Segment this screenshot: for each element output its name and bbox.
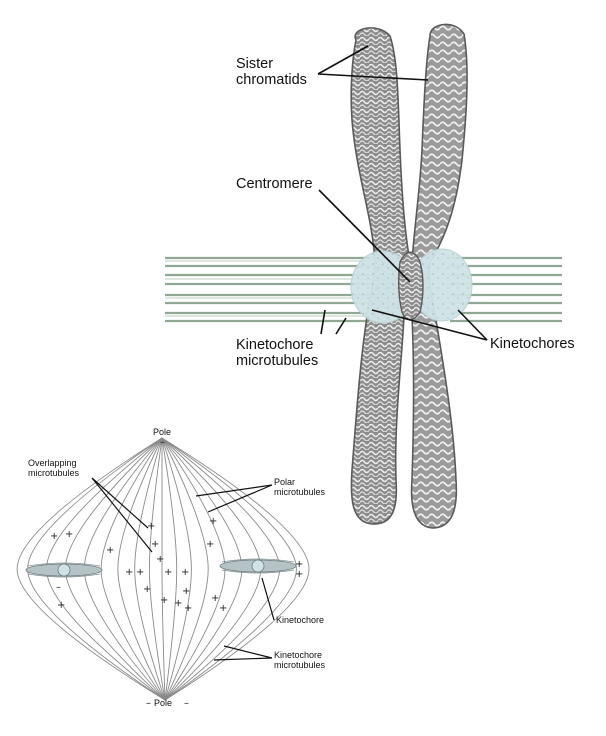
upper-diagram bbox=[165, 23, 562, 529]
microtubules-left bbox=[165, 256, 372, 323]
plus-sign: + bbox=[211, 593, 220, 604]
plus-sign: + bbox=[57, 600, 66, 611]
polar-microtubules-label: Polar microtubules bbox=[274, 477, 326, 498]
plus-sign: + bbox=[151, 539, 160, 550]
plus-sign: + bbox=[147, 521, 156, 532]
plus-sign: + bbox=[136, 567, 145, 578]
spindle-fiber bbox=[161, 438, 166, 701]
centromere-label: Centromere bbox=[236, 176, 313, 192]
kinetochore-label: Kinetochore bbox=[276, 615, 325, 625]
pole-bottom-minus-right: – bbox=[184, 698, 189, 709]
microtubules-right bbox=[450, 256, 562, 323]
centromere bbox=[397, 251, 424, 321]
lower-leader-lines bbox=[91, 477, 275, 661]
chromosome-right bbox=[219, 558, 297, 574]
plus-sign: + bbox=[206, 539, 215, 550]
pole-bottom-label: Pole bbox=[154, 698, 173, 708]
plus-sign: + bbox=[156, 554, 165, 565]
microtubules-left-shadow bbox=[165, 260, 372, 317]
pole-top-minus: – bbox=[160, 437, 165, 448]
upper-leader-lines bbox=[317, 45, 488, 341]
plus-sign: + bbox=[174, 598, 183, 609]
plus-sign: + bbox=[181, 567, 190, 578]
kinetochore-microtubules-label: Kinetochore microtubules bbox=[236, 337, 319, 370]
spindle-fiber bbox=[148, 437, 166, 701]
plus-sign: + bbox=[182, 586, 191, 597]
chromosome-left bbox=[25, 562, 103, 578]
spindle-fiber bbox=[117, 437, 166, 701]
plus-sign: + bbox=[295, 559, 304, 570]
plus-sign: + bbox=[143, 584, 152, 595]
spindle-fiber bbox=[134, 437, 166, 701]
spindle-fiber bbox=[161, 437, 178, 701]
plus-sign: + bbox=[209, 516, 218, 527]
plus-sign: + bbox=[125, 567, 134, 578]
minus-sign: – bbox=[56, 582, 61, 593]
pole-top-label: Pole bbox=[153, 427, 172, 437]
plus-sign: + bbox=[184, 603, 193, 614]
kinetochores-label: Kinetochores bbox=[490, 336, 575, 352]
sister-chromatids-label: Sister chromatids bbox=[236, 56, 307, 89]
sister-chromatid-right bbox=[409, 23, 468, 529]
plus-sign: + bbox=[219, 603, 228, 614]
overlapping-microtubules-label: Overlapping microtubules bbox=[28, 458, 80, 479]
spindle-fiber bbox=[161, 437, 192, 701]
plus-sign: + bbox=[164, 567, 173, 578]
plus-sign: + bbox=[50, 531, 59, 542]
plus-sign: + bbox=[295, 569, 304, 580]
spindle-fiber bbox=[161, 437, 297, 701]
plus-sign: + bbox=[160, 595, 169, 606]
kinetochore-microtubules-lower-label: Kinetochore microtubules bbox=[274, 650, 326, 671]
pole-bottom-minus-left: – bbox=[146, 698, 151, 709]
spindle-fiber bbox=[16, 437, 166, 701]
plus-sign: + bbox=[65, 529, 74, 540]
lower-diagram bbox=[16, 437, 310, 701]
plus-sign: + bbox=[106, 545, 115, 556]
spindle-fiber bbox=[161, 437, 209, 701]
